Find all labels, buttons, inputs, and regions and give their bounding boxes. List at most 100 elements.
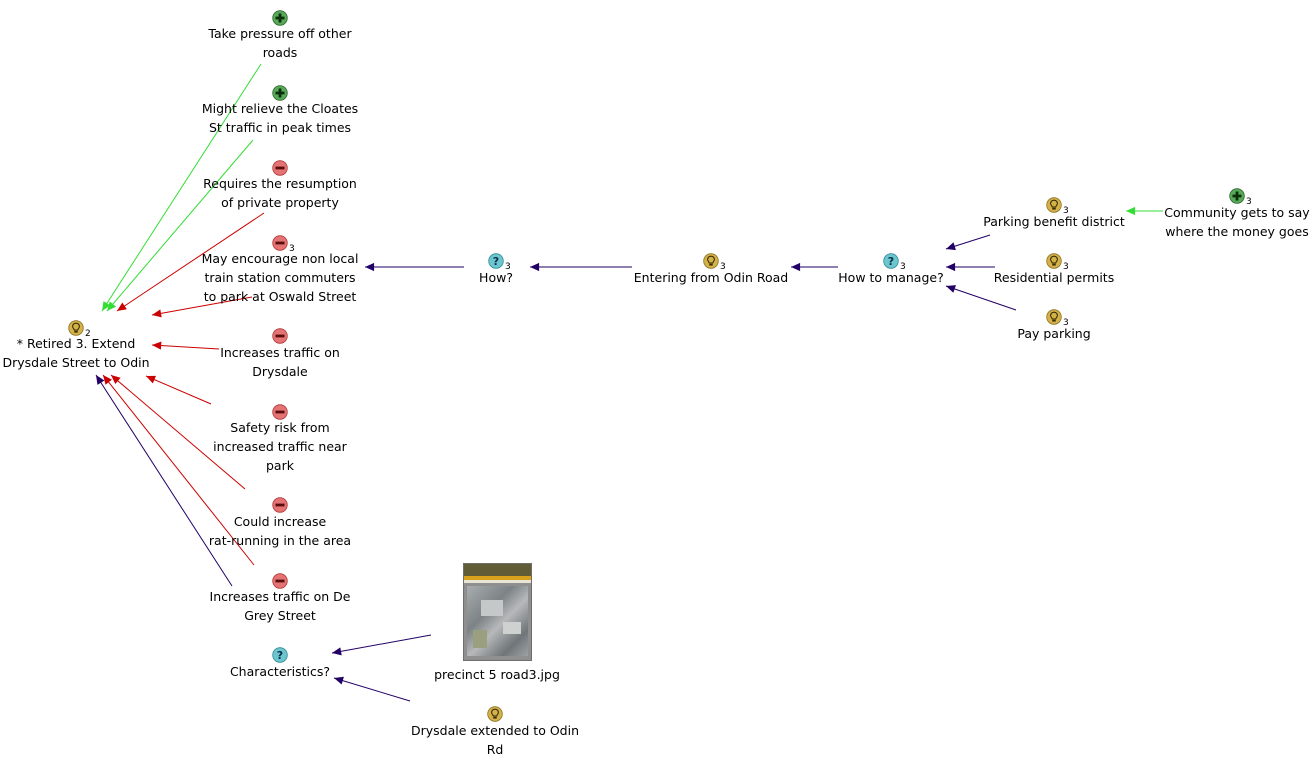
image-thumbnail[interactable] bbox=[463, 563, 532, 661]
node-count: 3 bbox=[720, 262, 726, 272]
arrowhead bbox=[152, 341, 162, 350]
link-con5-to-main[interactable] bbox=[110, 374, 246, 490]
arrowhead bbox=[111, 375, 121, 384]
plus-icon[interactable] bbox=[1229, 188, 1245, 204]
node-label[interactable]: precinct 5 road3.jpg bbox=[377, 665, 617, 684]
link-idea_pay-to-q_manage[interactable] bbox=[945, 285, 1017, 311]
link-pro1-to-main[interactable] bbox=[101, 63, 262, 312]
node-label-line: Might relieve the Cloates bbox=[201, 101, 359, 116]
node-label[interactable]: How? bbox=[376, 268, 616, 287]
node-label-line: Requires the resumption bbox=[203, 176, 357, 191]
node-count: 2 bbox=[85, 329, 91, 339]
link-con4-to-main[interactable] bbox=[145, 375, 212, 405]
link-con2-to-main[interactable] bbox=[151, 296, 253, 316]
node-label-line: train station commuters bbox=[204, 270, 356, 285]
minus-icon[interactable] bbox=[272, 573, 288, 589]
minus-icon[interactable] bbox=[272, 235, 288, 251]
arrowhead bbox=[103, 375, 112, 385]
node-label-line: How to manage? bbox=[838, 270, 944, 285]
node-label-line: Pay parking bbox=[1017, 326, 1091, 341]
arrowhead bbox=[946, 242, 956, 251]
arrowhead bbox=[946, 262, 956, 272]
lightbulb-icon[interactable] bbox=[703, 253, 719, 269]
svg-text:?: ? bbox=[277, 649, 283, 662]
arrowhead bbox=[946, 285, 956, 293]
node-label[interactable]: Parking benefit district bbox=[934, 212, 1174, 231]
question-icon[interactable]: ? bbox=[272, 647, 288, 663]
lightbulb-icon[interactable] bbox=[1046, 309, 1062, 325]
node-count: 3 bbox=[900, 262, 906, 272]
node-label[interactable]: Community gets to say where the money goe… bbox=[1117, 203, 1314, 241]
minus-icon[interactable] bbox=[272, 328, 288, 344]
node-label-line: How? bbox=[479, 270, 513, 285]
node-label-line: May encourage non local bbox=[201, 251, 359, 266]
node-label-line: increased traffic near bbox=[213, 439, 347, 454]
arrowhead bbox=[334, 676, 344, 685]
node-count: 3 bbox=[289, 244, 295, 254]
question-icon[interactable]: ? bbox=[488, 253, 504, 269]
link-pro2-to-main[interactable] bbox=[106, 139, 254, 312]
arrowhead bbox=[1126, 206, 1136, 216]
link-img-to-q_char[interactable] bbox=[331, 634, 432, 654]
plus-icon[interactable] bbox=[272, 10, 288, 26]
question-icon[interactable]: ? bbox=[883, 253, 899, 269]
node-label-line: Increases traffic on bbox=[220, 345, 340, 360]
node-label-line: Drysdale Street to Odin bbox=[2, 355, 150, 370]
svg-text:?: ? bbox=[888, 255, 894, 268]
node-label-line: Take pressure off other bbox=[208, 26, 352, 41]
lightbulb-icon[interactable] bbox=[1046, 253, 1062, 269]
node-label-line: Parking benefit district bbox=[983, 214, 1125, 229]
node-label[interactable]: Requires the resumption of private proper… bbox=[160, 174, 400, 212]
node-label-line: St traffic in peak times bbox=[208, 120, 352, 135]
minus-icon[interactable] bbox=[272, 160, 288, 176]
plus-icon[interactable] bbox=[272, 85, 288, 101]
node-label-line: precinct 5 road3.jpg bbox=[434, 667, 560, 682]
node-label-line: Increases traffic on De bbox=[209, 589, 351, 604]
arrowhead bbox=[102, 301, 111, 311]
node-label-line: park bbox=[266, 458, 294, 473]
node-label[interactable]: May encourage non local train station com… bbox=[160, 249, 400, 306]
arrowhead bbox=[365, 262, 375, 272]
node-label[interactable]: Increases traffic on Drysdale bbox=[160, 343, 400, 381]
arrowhead bbox=[530, 262, 540, 272]
lightbulb-icon[interactable] bbox=[68, 320, 84, 336]
node-label-line: Community gets to say bbox=[1164, 205, 1310, 220]
node-label[interactable]: Residential permits bbox=[934, 268, 1174, 287]
minus-icon[interactable] bbox=[272, 497, 288, 513]
node-count: 3 bbox=[1063, 206, 1069, 216]
arrowhead bbox=[107, 301, 116, 311]
node-label-line: * Retired 3. Extend bbox=[16, 336, 136, 351]
node-label[interactable]: Take pressure off other roads bbox=[160, 24, 400, 62]
node-label-line: Drysdale bbox=[252, 364, 308, 379]
node-label-line: Could increase bbox=[233, 514, 327, 529]
node-label-line: Residential permits bbox=[993, 270, 1115, 285]
link-con6-to-main[interactable] bbox=[102, 374, 255, 566]
node-label[interactable]: Pay parking bbox=[934, 324, 1174, 343]
node-label-line: to park at Oswald Street bbox=[203, 289, 357, 304]
link-con1-to-main[interactable] bbox=[116, 212, 265, 312]
node-label[interactable]: Entering from Odin Road bbox=[591, 268, 831, 287]
lightbulb-icon[interactable] bbox=[487, 706, 503, 722]
node-label-line: Drysdale extended to Odin bbox=[410, 723, 579, 738]
svg-text:?: ? bbox=[493, 255, 499, 268]
node-label[interactable]: Characteristics? bbox=[160, 662, 400, 681]
link-q_char-to-main[interactable] bbox=[95, 374, 233, 587]
lightbulb-icon[interactable] bbox=[1046, 197, 1062, 213]
minus-icon[interactable] bbox=[272, 404, 288, 420]
node-label[interactable]: How to manage? bbox=[771, 268, 1011, 287]
node-label-line: roads bbox=[262, 45, 298, 60]
node-label-line: of private property bbox=[221, 195, 339, 210]
arrowhead bbox=[96, 375, 105, 385]
arrowhead bbox=[791, 262, 801, 272]
link-idea_drys-to-q_char[interactable] bbox=[333, 677, 411, 702]
link-con3-to-main[interactable] bbox=[151, 344, 220, 350]
node-label[interactable]: Might relieve the Cloates St traffic in p… bbox=[160, 99, 400, 137]
node-label-line: where the money goes bbox=[1165, 224, 1309, 239]
arrowhead bbox=[152, 309, 162, 318]
